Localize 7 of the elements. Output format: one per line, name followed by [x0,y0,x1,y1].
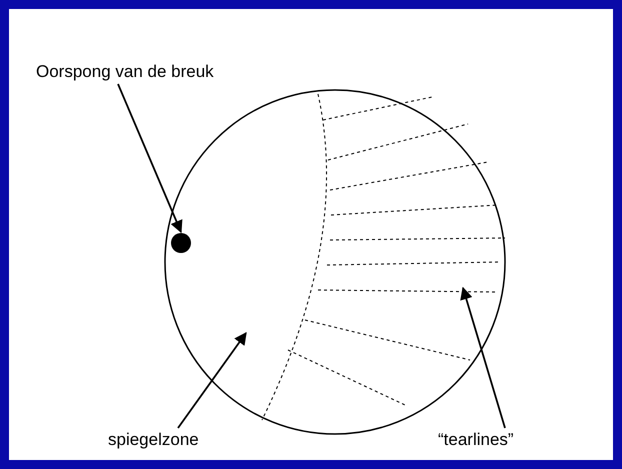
fracture-origin-dot [171,233,191,253]
leader-arrow [177,332,247,429]
tearlines-label: “tearlines” [438,430,514,450]
mirror-zone-label: spiegelzone [108,430,199,450]
leader-arrow [117,84,182,234]
leader-arrow [460,286,506,428]
origin-label: Oorspong van de breuk [36,62,214,82]
